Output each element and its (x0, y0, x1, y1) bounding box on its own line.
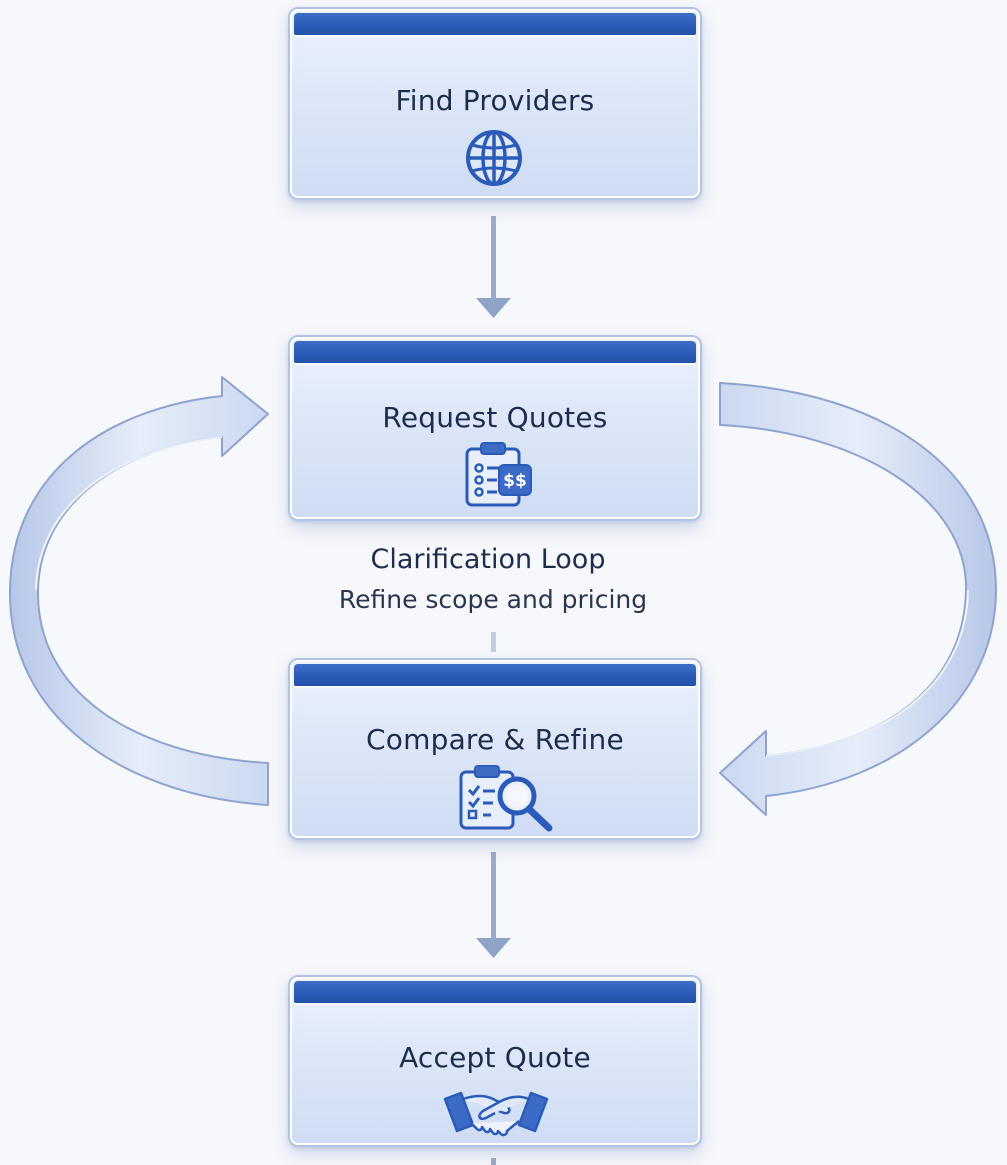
left-loop-arrow (8, 376, 269, 806)
step-header-bar (294, 13, 696, 35)
step-title: Compare & Refine (366, 723, 624, 756)
loop-divider-dash (491, 632, 496, 652)
down-arrow-1 (476, 216, 511, 318)
loop-title: Clarification Loop (370, 544, 606, 575)
step-header-bar (294, 981, 696, 1003)
right-loop-arrow (719, 382, 997, 816)
step-accept-quote: Accept Quote (288, 975, 702, 1147)
step-title: Accept Quote (399, 1041, 591, 1074)
down-arrow-2 (476, 852, 511, 958)
step-header-bar (294, 341, 696, 363)
step-title: Find Providers (395, 84, 595, 117)
step-compare-refine: Compare & Refine (288, 658, 702, 840)
handshake-icon (441, 1085, 551, 1145)
checklist-magnifier-icon (457, 764, 561, 838)
loop-subtitle: Refine scope and pricing (338, 585, 648, 614)
globe-icon (465, 129, 523, 191)
svg-text:$$: $$ (503, 471, 527, 491)
step-find-providers: Find Providers (288, 7, 702, 200)
step-title: Request Quotes (382, 401, 608, 434)
down-arrow-3-stub (491, 1158, 496, 1165)
step-request-quotes: Request Quotes $$ (288, 335, 702, 521)
step-header-bar (294, 664, 696, 686)
quote-clipboard-dollar-icon: $$ (463, 441, 535, 513)
